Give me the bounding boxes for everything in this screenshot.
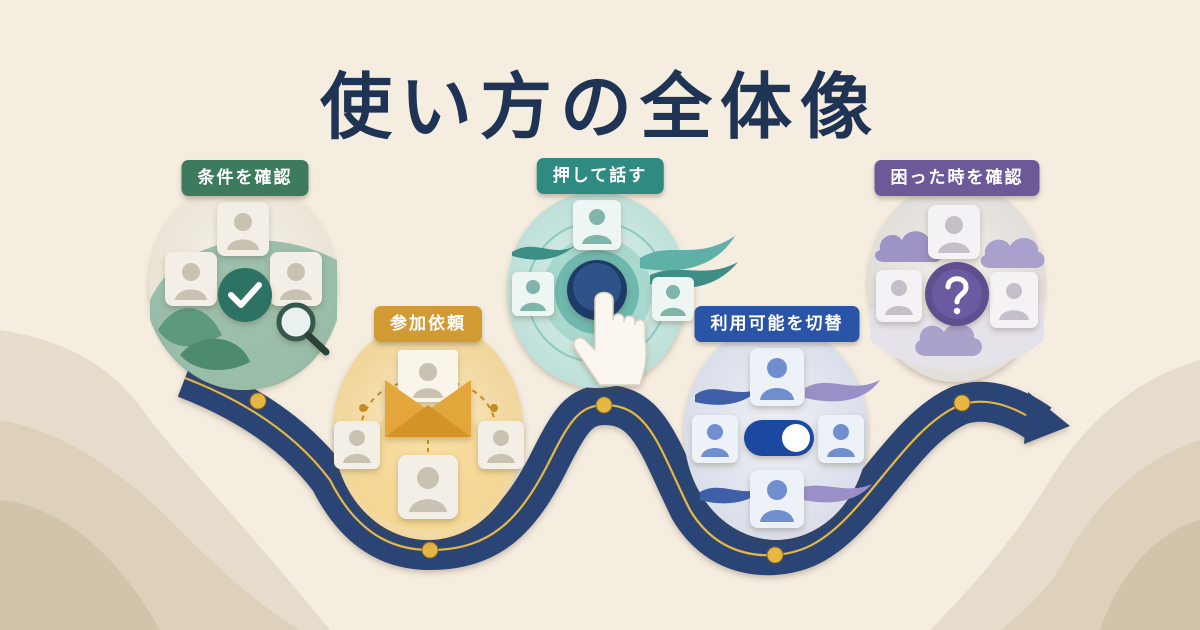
person-card-icon [990,272,1038,328]
cloud-icon [875,231,1045,356]
person-card-icon [818,415,864,463]
person-card-icon [750,470,804,528]
road-waypoint [953,394,971,412]
person-card-icon [165,252,217,306]
step-4-label: 利用可能を切替 [694,306,860,342]
person-card-icon [478,421,524,469]
wave-icon [512,246,575,260]
road-waypoint [766,546,784,564]
step-1-label: 条件を確認 [181,160,309,196]
person-card-icon [573,200,621,250]
road-waypoint [595,396,613,414]
step-2-label: 参加依頼 [374,306,482,342]
wave-icon [795,484,872,503]
toggle-switch-icon [744,420,814,456]
person-card-icon [876,270,922,322]
magnifier-icon [276,302,330,356]
road-waypoint [249,392,267,410]
road-arrowhead-icon [1024,392,1070,444]
person-card-icon [334,421,380,469]
road-waypoint [421,541,439,559]
person-card-icon [270,252,322,306]
person-card-icon [398,455,458,519]
step-5-label: 困った時を確認 [874,160,1040,196]
person-card-icon [928,205,980,259]
wave-icon [695,388,760,405]
step-1-bubble [149,180,337,390]
checkmark-icon [218,268,272,322]
person-card-icon [750,348,804,406]
person-card-icon [217,202,269,256]
envelope-icon [385,350,471,437]
wave-icon [805,380,880,402]
journey-road [177,359,1070,576]
person-card-icon [692,415,738,463]
step-2-bubble [333,320,524,540]
step-3-label: 押して話す [536,158,664,194]
question-mark-icon [925,262,989,326]
wave-icon [700,487,765,504]
step-4-bubble [684,324,880,540]
step-5-bubble [868,182,1045,382]
background-hills [0,330,1200,630]
person-card-icon [652,277,694,321]
person-card-icon [512,272,554,316]
pointing-hand-icon [573,291,647,386]
wave-icon [640,236,735,271]
step-3-bubble [507,192,738,388]
page-title: 使い方の全体像 [319,64,880,149]
